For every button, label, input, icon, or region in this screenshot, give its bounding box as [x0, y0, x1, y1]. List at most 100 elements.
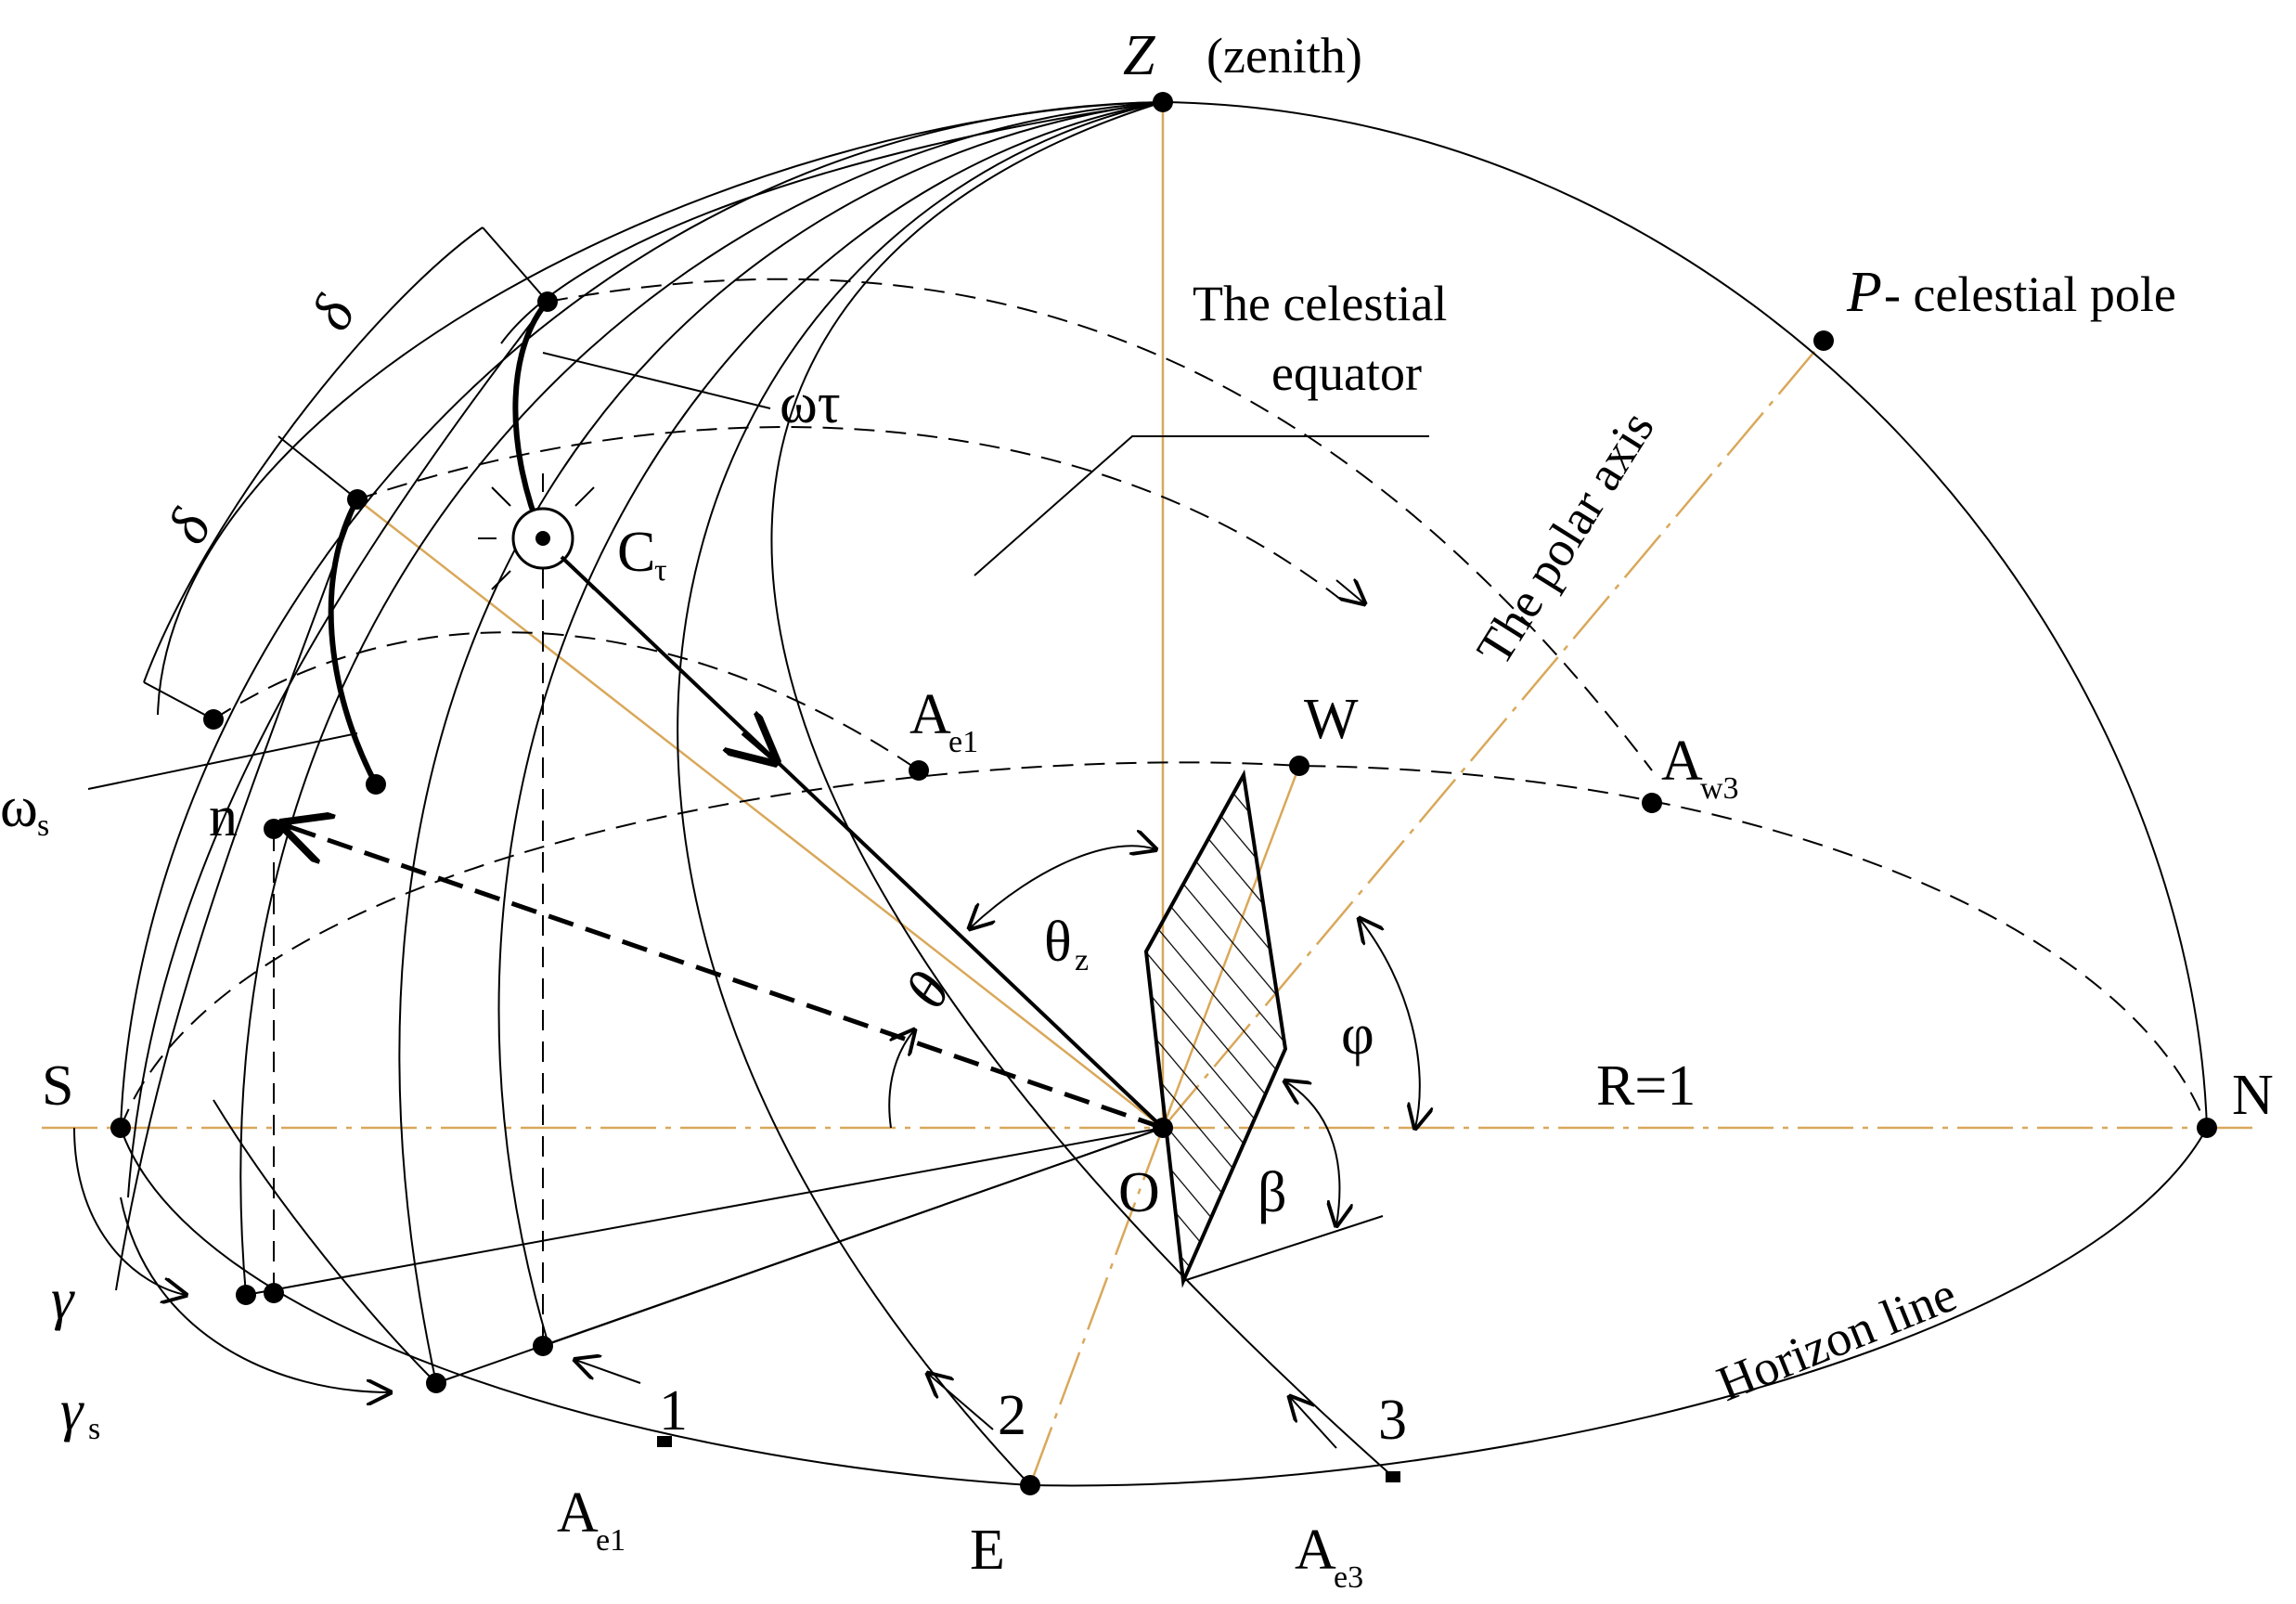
south-label: S [42, 1054, 73, 1118]
origin-label: O [1118, 1161, 1160, 1224]
normal-foot-point [264, 1283, 284, 1303]
number-1-label: 1 [659, 1379, 688, 1442]
svg-text:A: A [557, 1481, 599, 1545]
theta-label: θ [894, 963, 962, 1018]
normal-point [264, 819, 284, 839]
sun-path-arc-1 [127, 301, 548, 1198]
ae1-horizon-point [657, 1436, 672, 1447]
number-3-label: 3 [1378, 1389, 1407, 1452]
west-label: W [1304, 688, 1359, 751]
east-axis-line [1028, 1127, 1165, 1486]
gamma-angle-arc [73, 1127, 186, 1295]
normal-label: n [209, 785, 238, 848]
svg-text:z: z [1075, 943, 1089, 977]
west-point [1289, 756, 1309, 776]
svg-text:A: A [1295, 1519, 1336, 1582]
meridian-arc-7 [500, 101, 1164, 344]
aw3-point [1642, 793, 1662, 813]
pole-letter: P [1846, 261, 1882, 324]
line-o-sun-foot [542, 1127, 1164, 1347]
origin-point [1153, 1118, 1173, 1138]
delta-tick-mid [277, 435, 358, 500]
omega-s-label: ω s [0, 776, 49, 843]
north-point [2197, 1118, 2217, 1138]
meridian-arc-5 [677, 101, 1164, 1486]
horizon-arrow-1 [575, 1360, 641, 1384]
sun-ray-arrow [742, 733, 775, 761]
zenith-text: (zenith) [1206, 28, 1362, 84]
svg-text:e1: e1 [948, 725, 978, 759]
radius-label: R=1 [1596, 1054, 1696, 1118]
svg-text:τ: τ [654, 553, 667, 588]
ae3-label: A e3 [1295, 1519, 1363, 1595]
sun-ray [560, 555, 1165, 1130]
omega-s-end-point [366, 774, 386, 795]
svg-text:A: A [909, 683, 951, 746]
horizon-back-arc [120, 761, 2208, 1129]
theta-z-angle-arc [970, 846, 1155, 928]
phi-angle-arc [1360, 919, 1420, 1128]
equator-leader-line [974, 435, 1429, 576]
aw3-label: A w3 [1661, 730, 1739, 806]
celestial-equator-label-1: The celestial [1193, 276, 1447, 331]
ae1-front-label: A e1 [557, 1481, 626, 1558]
omega-tau-arc [512, 299, 550, 541]
normal-vector-arrow [283, 824, 316, 835]
meridian-arc-4 [497, 101, 1164, 1342]
ae1-back-point [909, 760, 929, 781]
horizon-line-label: Horizon line [1709, 1266, 1964, 1412]
svg-text:ω: ω [0, 776, 38, 839]
horizon-arrow-2 [928, 1374, 994, 1430]
delta-bottom-point [203, 709, 224, 730]
omega-s-leader [87, 732, 358, 790]
polar-axis-label: The polar axis [1465, 402, 1665, 675]
gamma-label: γ [51, 1268, 75, 1331]
sun-projection-tan-line [356, 498, 1164, 1129]
south-point [110, 1118, 131, 1138]
omega-s-arc [328, 497, 379, 787]
equator-dashed-arc-upper [547, 278, 1653, 771]
north-label: N [2232, 1064, 2274, 1127]
sun-foot-point [533, 1336, 553, 1356]
equator-dashed-arc-low [213, 631, 920, 771]
meridian-arc-2 [239, 101, 1164, 1296]
delta-tick-top [482, 226, 548, 303]
c-tau-label: C τ [617, 521, 667, 588]
omega-tau-leader [542, 352, 771, 409]
delta-label-top: δ [299, 286, 368, 340]
svg-text:C: C [617, 521, 655, 584]
horizon-arrow-3 [1290, 1397, 1337, 1449]
east-point [1020, 1475, 1040, 1495]
phi-label: φ [1341, 1003, 1374, 1067]
svg-text:s: s [88, 1412, 100, 1446]
svg-text:A: A [1661, 730, 1703, 793]
pole-text: - celestial pole [1884, 266, 2176, 322]
normal-vector [287, 823, 1164, 1131]
theta-z-label: θ z [1044, 911, 1089, 977]
zenith-letter: Z [1123, 24, 1155, 87]
delta-tick-bottom [143, 681, 214, 720]
meridian-arc-1 [157, 101, 1164, 716]
points [110, 92, 2217, 1495]
delta-dimension-arc [143, 226, 484, 683]
svg-text:w3: w3 [1700, 771, 1739, 806]
theta-angle-arc [888, 1030, 914, 1129]
line-o-gamma [245, 1127, 1164, 1296]
meridian-arc-6 [770, 101, 1393, 1477]
beta-base-line [1182, 1215, 1384, 1282]
sun-path-arc-3 [213, 1099, 437, 1384]
gamma-s-point [426, 1373, 446, 1393]
delta-top-point [537, 291, 558, 312]
zenith-point [1153, 92, 1173, 112]
ae3-horizon-point [1386, 1471, 1400, 1482]
equator-direction-arrow [1335, 580, 1364, 603]
delta-label-bottom: δ [155, 499, 224, 553]
ae1-back-label: A e1 [909, 683, 978, 759]
gamma-s-label: γ s [60, 1379, 100, 1446]
delta-mid-point [347, 489, 368, 510]
svg-text:γ: γ [60, 1379, 84, 1442]
equator-dashed-arc-mid [356, 426, 1347, 604]
meridian-arc-3 [398, 101, 1164, 1384]
